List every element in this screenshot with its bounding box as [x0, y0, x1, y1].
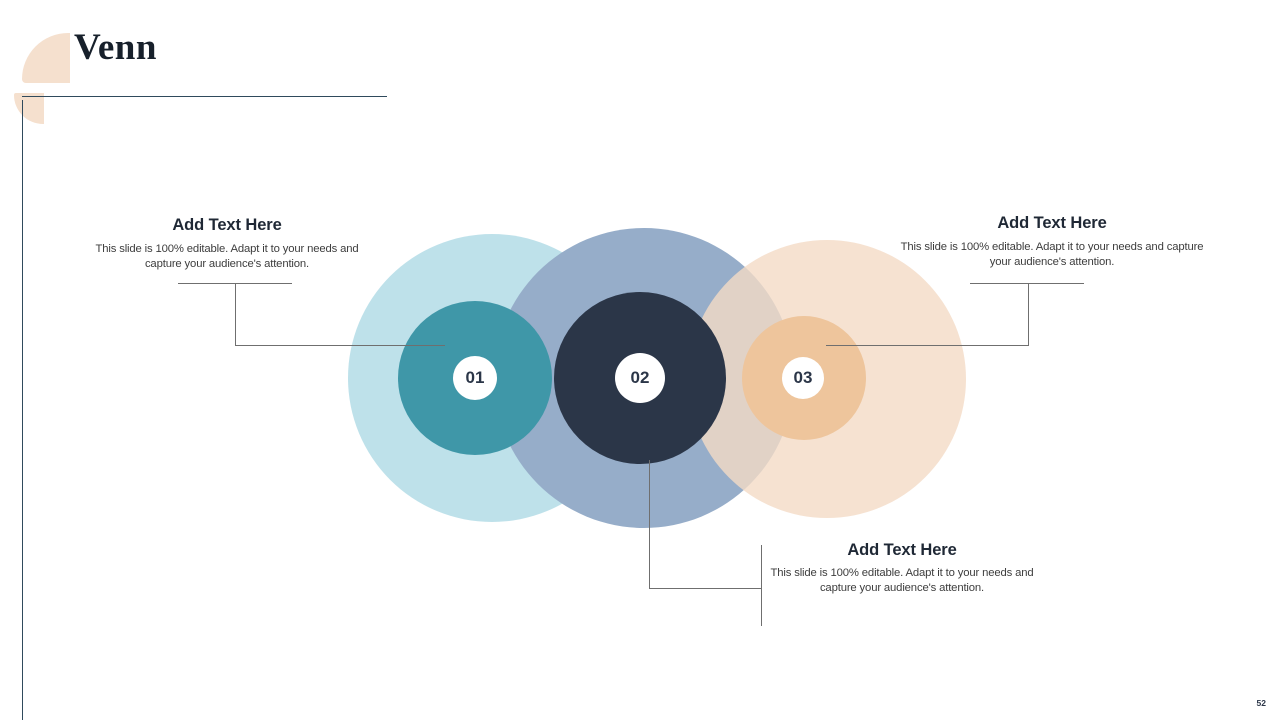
page-title: Venn — [74, 27, 157, 68]
connector-left-vertical-line — [235, 283, 236, 346]
callout-heading-left: Add Text Here — [172, 216, 282, 234]
connector-bottom-vertical-line — [649, 460, 650, 589]
connector-left-bottom-line — [235, 345, 445, 346]
callout-block-left: Add Text Here This slide is 100% editabl… — [84, 216, 370, 272]
callout-block-bottom: Add Text Here This slide is 100% editabl… — [760, 541, 1044, 596]
connector-right-top-line — [970, 283, 1084, 284]
callout-block-right: Add Text Here This slide is 100% editabl… — [896, 214, 1208, 270]
venn-number-badge-2[interactable]: 02 — [615, 353, 665, 403]
connector-right-bottom-line — [826, 345, 1029, 346]
callout-body-left: This slide is 100% editable. Adapt it to… — [95, 243, 359, 270]
connector-bottom-horizontal-line — [649, 588, 762, 589]
title-underline-rule — [22, 96, 387, 97]
venn-number-badge-1[interactable]: 01 — [453, 356, 497, 400]
callout-body-bottom: This slide is 100% editable. Adapt it to… — [770, 567, 1034, 594]
page-number: 52 — [1256, 698, 1266, 708]
callout-body-right: This slide is 100% editable. Adapt it to… — [900, 241, 1204, 268]
left-edge-vertical-line — [22, 100, 23, 720]
connector-right-vertical-line — [1028, 283, 1029, 346]
venn-number-badge-3[interactable]: 03 — [782, 357, 824, 399]
connector-bottom-accent-line — [761, 545, 762, 626]
callout-heading-right: Add Text Here — [997, 214, 1107, 232]
callout-heading-bottom: Add Text Here — [847, 541, 957, 559]
